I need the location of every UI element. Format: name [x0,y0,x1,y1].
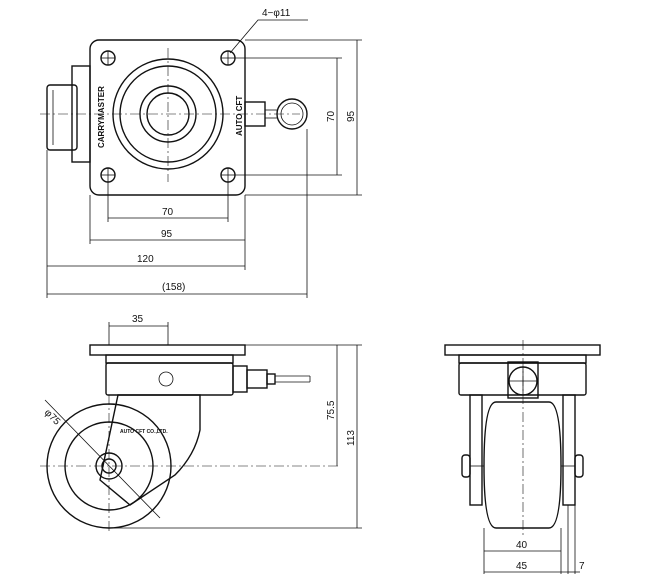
dim-95-v-label: 95 [346,110,357,122]
dim-70-v-label: 70 [326,110,337,122]
dim-113-label: 113 [346,430,357,446]
dim-45-label: 45 [516,561,528,572]
diameter-leader [44,399,161,519]
dim-120-label: 120 [137,254,154,265]
left-housing [46,84,78,151]
front-housing [458,362,587,396]
brand-right-label: AUTO CFT [235,96,244,136]
lock-pin-body [244,101,266,127]
dim-70-h-label: 70 [162,207,174,218]
hole-leader [229,19,308,54]
side-housing [105,362,234,396]
side-top-plate [89,344,246,356]
brand-left-label: CARRYMASTER [97,86,106,148]
dim-35-label: 35 [132,314,144,325]
top-view: CARRYMASTER AUTO CFT 4−φ11 70 95 70 95 1… [40,8,362,298]
dim-75-5-label: 75.5 [326,400,337,420]
plate-text-label: AUTO CFT CO.,LTD. [120,429,168,435]
front-fork-right [562,394,576,506]
dim-95-h-label: 95 [161,229,173,240]
dim-diameter-label: φ75 [42,407,63,428]
side-view: AUTO CFT CO.,LTD. φ75 35 75.5 113 [40,314,362,532]
side-fork [99,394,201,506]
pull-ring [276,98,308,130]
dim-7-label: 7 [579,561,585,572]
front-view: 40 45 7 [444,340,601,574]
bolt-holes [100,50,236,183]
dim-158-label: (158) [162,282,185,293]
front-top-plate [444,344,601,356]
front-fork-left [469,394,483,506]
front-wheel [483,401,562,529]
dim-40-label: 40 [516,540,528,551]
hole-note-label: 4−φ11 [262,8,291,19]
